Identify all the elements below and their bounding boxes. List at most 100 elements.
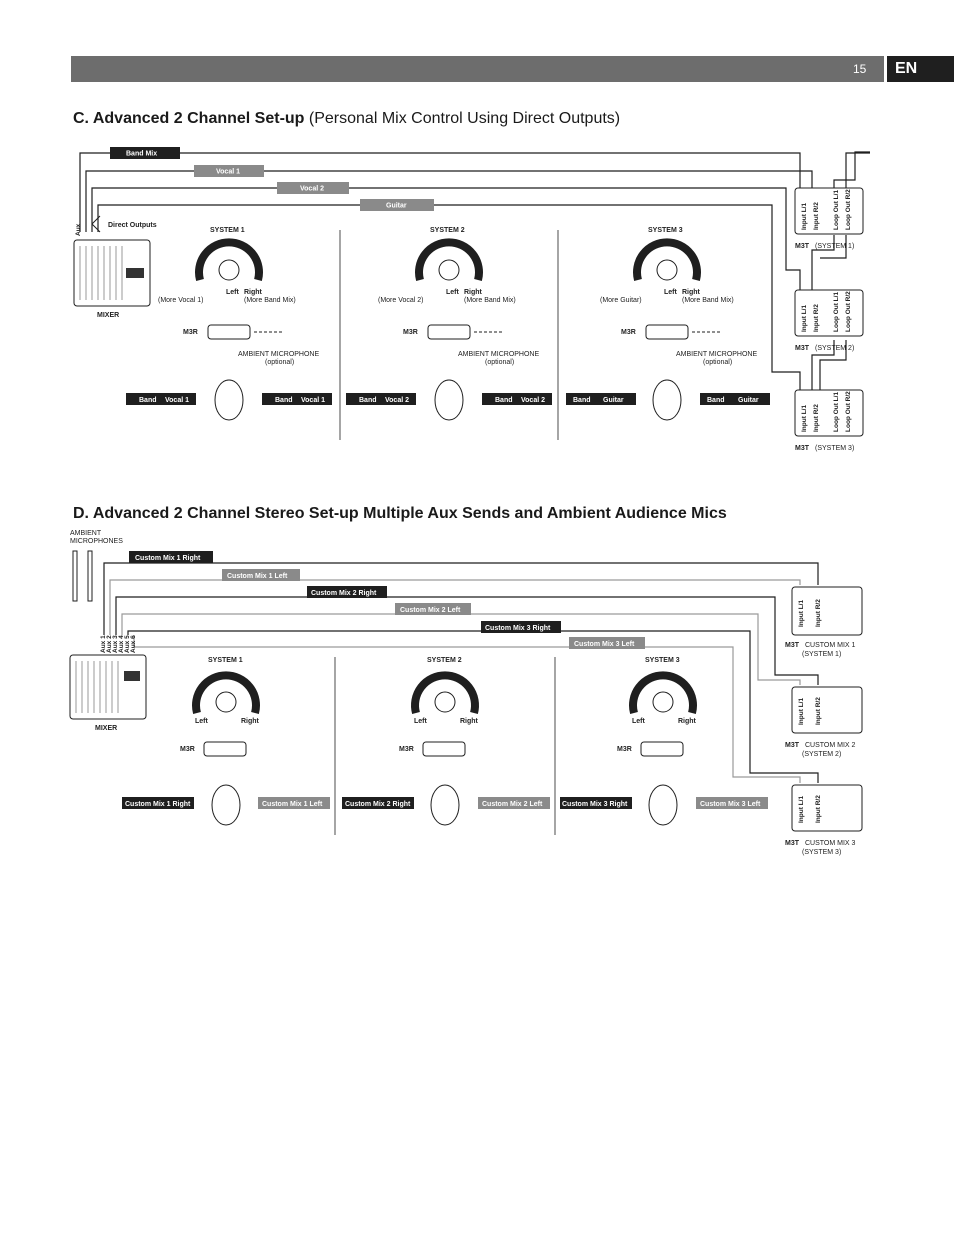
svg-text:Right: Right (464, 289, 483, 296)
svg-text:M3T: M3T (785, 742, 800, 749)
svg-text:M3T: M3T (785, 642, 800, 649)
tag-custom-mix-1-left: Custom Mix 1 Left (227, 573, 288, 580)
m3r-receiver-icon (640, 741, 684, 757)
head-icon (652, 379, 682, 421)
tag-band-mix: Band Mix (126, 151, 157, 158)
svg-text:M3R: M3R (183, 329, 198, 336)
svg-text:Input L/1: Input L/1 (801, 305, 808, 332)
svg-text:(SYSTEM 3): (SYSTEM 3) (802, 849, 841, 856)
system-1-d: SYSTEM 1 Left Right M3R Custom Mix 1 Rig… (122, 657, 330, 826)
knob-icon (438, 259, 460, 281)
ambient-mic-icon (87, 550, 93, 602)
svg-text:AMBIENT: AMBIENT (70, 530, 102, 537)
svg-text:Custom Mix 1 Left: Custom Mix 1 Left (262, 801, 323, 808)
system-3-d: SYSTEM 3 Left Right M3R Custom Mix 3 Rig… (560, 657, 768, 826)
tag-guitar: Guitar (386, 203, 407, 210)
system-2-c: SYSTEM 2 Left (More Vocal 2) Right (More… (346, 227, 552, 421)
svg-text:Band: Band (707, 397, 725, 404)
svg-text:Custom Mix 2 Right: Custom Mix 2 Right (345, 801, 411, 808)
svg-text:M3T: M3T (795, 345, 810, 352)
svg-text:M3R: M3R (617, 746, 632, 753)
svg-text:SYSTEM 2: SYSTEM 2 (427, 657, 462, 664)
svg-text:AMBIENT MICROPHONE: AMBIENT MICROPHONE (238, 351, 319, 358)
svg-text:(More Vocal 1): (More Vocal 1) (158, 297, 204, 304)
svg-text:Input R/2: Input R/2 (815, 599, 822, 627)
svg-text:Band: Band (359, 397, 377, 404)
svg-text:Left: Left (226, 289, 240, 296)
svg-text:Loop Out R/2: Loop Out R/2 (845, 189, 852, 230)
svg-text:(More Band Mix): (More Band Mix) (682, 297, 734, 304)
head-icon (214, 379, 244, 421)
head-icon (211, 784, 241, 826)
m3t-transmitter-1: Input L/1 Input R/2 Loop Out L/1 Loop Ou… (794, 187, 864, 250)
svg-text:(SYSTEM 1): (SYSTEM 1) (802, 651, 841, 658)
knob-icon (215, 691, 237, 713)
svg-text:Loop Out R/2: Loop Out R/2 (845, 291, 852, 332)
svg-text:(More Vocal 2): (More Vocal 2) (378, 297, 424, 304)
svg-text:Left: Left (632, 718, 646, 725)
svg-text:Band: Band (573, 397, 591, 404)
svg-text:SYSTEM 1: SYSTEM 1 (210, 227, 245, 234)
svg-text:MICROPHONES: MICROPHONES (70, 538, 123, 545)
svg-text:Right: Right (678, 718, 697, 725)
section-c-diagram: Band Mix Vocal 1 Vocal 2 Guitar Aux Dire… (73, 147, 870, 452)
svg-text:Band: Band (495, 397, 513, 404)
svg-text:Custom Mix 3 Right: Custom Mix 3 Right (562, 801, 628, 808)
section-c-title: C. Advanced 2 Channel Set-up (Personal M… (73, 110, 621, 127)
svg-text:(optional): (optional) (265, 359, 294, 366)
svg-text:SYSTEM 2: SYSTEM 2 (430, 227, 465, 234)
svg-text:Custom Mix 1 Right: Custom Mix 1 Right (125, 801, 191, 808)
tag-custom-mix-1-right: Custom Mix 1 Right (135, 555, 201, 562)
tag-vocal-1: Vocal 1 (216, 169, 240, 176)
aux-label: Aux (75, 223, 82, 236)
svg-text:(SYSTEM 2): (SYSTEM 2) (802, 751, 841, 758)
svg-text:Loop Out L/1: Loop Out L/1 (833, 292, 840, 332)
svg-text:Input L/1: Input L/1 (798, 600, 805, 627)
svg-text:AMBIENT MICROPHONE: AMBIENT MICROPHONE (676, 351, 757, 358)
svg-text:CUSTOM MIX 1: CUSTOM MIX 1 (805, 642, 856, 649)
m3r-receiver-icon (422, 741, 466, 757)
system-2-d: SYSTEM 2 Left Right M3R Custom Mix 2 Rig… (342, 657, 550, 826)
head-icon (434, 379, 464, 421)
svg-text:Left: Left (664, 289, 678, 296)
svg-text:Input L/1: Input L/1 (798, 796, 805, 823)
svg-text:Aux 5: Aux 5 (124, 635, 131, 653)
tag-custom-mix-3-right: Custom Mix 3 Right (485, 625, 551, 632)
knob-icon (652, 691, 674, 713)
m3r-receiver-icon (427, 324, 471, 340)
svg-text:Loop Out L/1: Loop Out L/1 (833, 190, 840, 230)
svg-text:Vocal 1: Vocal 1 (301, 397, 325, 404)
system-1-c: SYSTEM 1 Left (More Vocal 1) Right (More… (126, 227, 332, 421)
svg-text:(SYSTEM 3): (SYSTEM 3) (815, 445, 854, 452)
svg-text:Guitar: Guitar (603, 397, 624, 404)
tag-custom-mix-2-right: Custom Mix 2 Right (311, 590, 377, 597)
svg-text:M3T: M3T (795, 445, 810, 452)
svg-text:M3R: M3R (399, 746, 414, 753)
svg-text:(More Band Mix): (More Band Mix) (244, 297, 296, 304)
tag-custom-mix-2-left: Custom Mix 2 Left (400, 607, 461, 614)
ambient-mic-icon (72, 550, 78, 602)
svg-text:Input R/2: Input R/2 (813, 304, 820, 332)
svg-text:Right: Right (244, 289, 263, 296)
svg-text:Left: Left (195, 718, 209, 725)
svg-text:M3T: M3T (785, 840, 800, 847)
svg-text:Input L/1: Input L/1 (801, 405, 808, 432)
svg-text:(More Band Mix): (More Band Mix) (464, 297, 516, 304)
svg-text:Band: Band (275, 397, 293, 404)
svg-text:Band: Band (139, 397, 157, 404)
m3r-receiver-icon (645, 324, 689, 340)
svg-text:M3R: M3R (403, 329, 418, 336)
svg-text:Right: Right (241, 718, 260, 725)
head-icon (430, 784, 460, 826)
svg-text:Vocal 2: Vocal 2 (385, 397, 409, 404)
svg-text:Custom Mix 3 Left: Custom Mix 3 Left (700, 801, 761, 808)
m3r-receiver-icon (207, 324, 251, 340)
svg-text:M3R: M3R (621, 329, 636, 336)
svg-text:(optional): (optional) (703, 359, 732, 366)
svg-text:Aux 4: Aux 4 (118, 635, 125, 653)
svg-text:Left: Left (414, 718, 428, 725)
svg-text:Left: Left (446, 289, 460, 296)
svg-text:Right: Right (460, 718, 479, 725)
svg-text:(SYSTEM 2): (SYSTEM 2) (815, 345, 854, 352)
section-d-diagram: AMBIENT MICROPHONES Custom Mix 1 Right C… (69, 530, 863, 856)
